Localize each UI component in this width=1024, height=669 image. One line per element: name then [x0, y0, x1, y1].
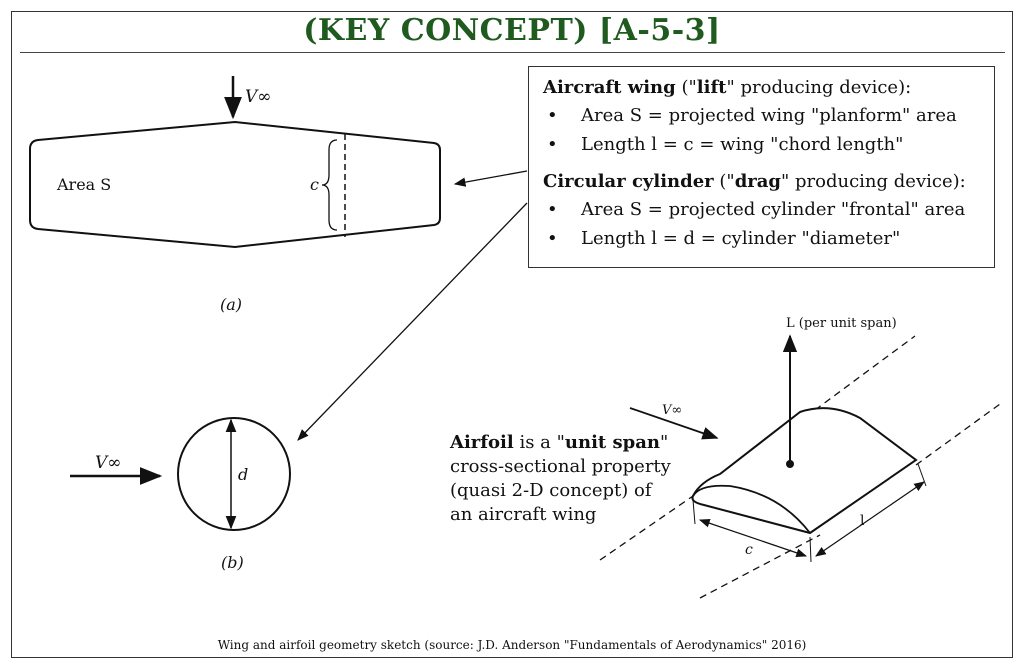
wing-bullet-length: •Length l = c = wing "chord length" — [543, 130, 994, 159]
cylinder-heading-keyword: drag — [734, 171, 782, 192]
title-divider — [20, 52, 1005, 53]
airfoil-chord-label: c — [745, 542, 753, 558]
pointer-arrow-to-wing — [453, 170, 528, 187]
bullet-icon: • — [547, 105, 558, 126]
wing-heading-keyword: lift — [696, 77, 727, 98]
span-ext-right — [917, 463, 927, 487]
span-dimension-line — [815, 481, 925, 557]
source-caption: Wing and airfoil geometry sketch (source… — [217, 638, 807, 652]
airfoil-description: Airfoil is a "unit span" cross-sectional… — [450, 431, 700, 527]
airfoil-desc-line1: Airfoil is a "unit span" — [450, 432, 669, 453]
cylinder-bullet-area: •Area S = projected cylinder "frontal" a… — [543, 195, 994, 224]
cylinder-heading: Circular cylinder ("drag" producing devi… — [543, 171, 966, 192]
cylinder-velocity-label: V∞ — [95, 453, 121, 473]
outer-frame — [11, 11, 1013, 658]
airfoil-velocity-arrow — [629, 407, 719, 440]
span-dashed-line-trailing — [915, 403, 1001, 466]
wing-planform-outline — [29, 120, 441, 249]
chord-label: c — [310, 175, 319, 194]
airfoil-figure: L (per unit span) V∞ c l — [599, 316, 1001, 599]
cylinder-heading-title: Circular cylinder — [543, 171, 714, 192]
chord-ext-left — [692, 499, 696, 525]
pointer-arrow-to-cylinder — [297, 202, 528, 441]
airfoil-desc-line2: cross-sectional property — [450, 456, 671, 477]
wing-heading-title: Aircraft wing — [543, 77, 676, 98]
wing-bullet-area: •Area S = projected wing "planform" area — [543, 101, 994, 130]
span-dashed-line-trailing-low — [699, 534, 821, 599]
wing-sublabel: (a) — [220, 295, 242, 314]
wing-heading: Aircraft wing ("lift" producing device): — [543, 77, 912, 98]
airfoil-front-profile — [692, 484, 811, 534]
wing-velocity-label: V∞ — [245, 87, 271, 107]
cylinder-circle — [177, 417, 291, 531]
bullet-icon: • — [547, 199, 558, 220]
page-title: (KEY CONCEPT) [A-5-3] — [303, 13, 721, 48]
airfoil-desc-line3: (quasi 2-D concept) of — [450, 480, 652, 501]
span-label: l — [860, 513, 865, 529]
cylinder-sublabel: (b) — [221, 553, 244, 572]
cylinder-bullet-length: •Length l = d = cylinder "diameter" — [543, 224, 994, 253]
airfoil-velocity-label: V∞ — [662, 403, 682, 418]
lift-point — [786, 460, 794, 468]
span-dashed-line-bottom — [599, 495, 694, 561]
chord-ext-right — [809, 536, 812, 563]
chord-dimension-line — [698, 519, 808, 557]
definition-box: Aircraft wing ("lift" producing device):… — [528, 66, 995, 268]
span-dashed-line-top — [814, 335, 916, 411]
bullet-icon: • — [547, 228, 558, 249]
bullet-icon: • — [547, 134, 558, 155]
diameter-label: d — [238, 465, 248, 484]
airfoil-wing-section — [691, 407, 918, 535]
lift-label: L (per unit span) — [786, 316, 897, 331]
area-label: Area S — [56, 175, 111, 194]
wing-figure: V∞ c Area S (a) — [29, 76, 441, 314]
cylinder-figure: d V∞ (b) — [70, 417, 291, 572]
chord-brace — [321, 139, 338, 231]
airfoil-desc-line4: an aircraft wing — [450, 504, 597, 525]
